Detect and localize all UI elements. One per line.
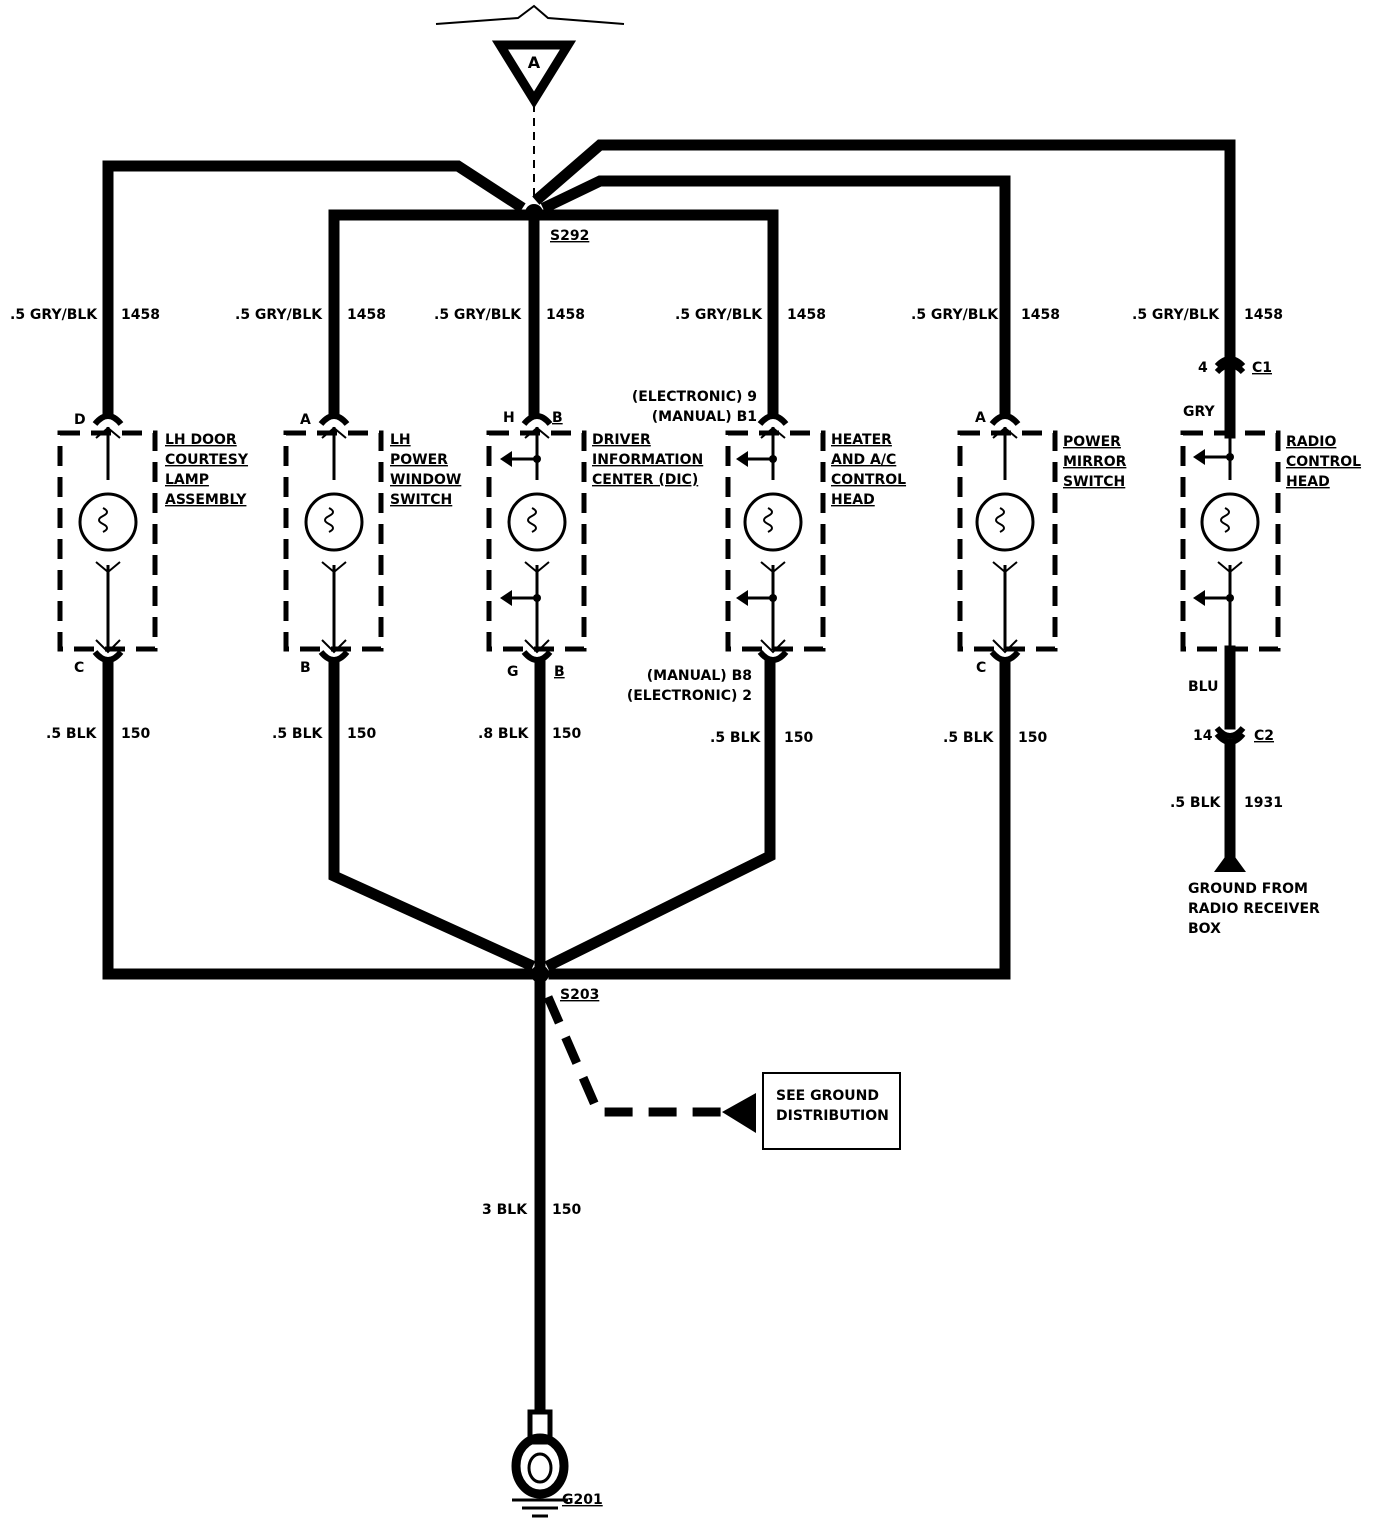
- trunk-wire: 3 BLK: [482, 1202, 528, 1218]
- radio-name-1: RADIO: [1286, 434, 1336, 450]
- dic-name-1: DRIVER: [592, 432, 651, 448]
- trunk-circuit: 150: [552, 1202, 581, 1218]
- splice-s203-dot: [531, 965, 549, 983]
- ground-g201-eyelet: G201: [511, 1409, 603, 1518]
- radio-ground-note-1: GROUND FROM: [1188, 881, 1308, 897]
- c2-label: C2: [1254, 728, 1274, 744]
- ground-distribution-ref: SEE GROUND DISTRIBUTION: [543, 995, 901, 1150]
- radio-name-2: CONTROL: [1286, 454, 1361, 470]
- circuit-label-1: 1458: [121, 307, 160, 323]
- wire-label-2: .5 GRY/BLK: [235, 307, 323, 323]
- mirror-name-3: SWITCH: [1063, 474, 1125, 490]
- radio-ground-note-2: RADIO RECEIVER: [1188, 901, 1320, 917]
- pin-b-bottom: B: [554, 664, 565, 680]
- radio-ground-note-3: BOX: [1188, 921, 1221, 937]
- lh-window-name-2: POWER: [390, 452, 448, 468]
- out-wire-5: .5 BLK: [943, 730, 995, 746]
- radio-out-circuit: 1931: [1244, 795, 1283, 811]
- driver-information-center: H B G B DRIVER INFORMATION CENTER (DIC): [486, 410, 703, 680]
- splice-s292-label: S292: [550, 228, 589, 244]
- ground-dist-line-1: SEE GROUND: [776, 1088, 879, 1104]
- pin-c: C: [74, 660, 84, 676]
- lh-power-window-switch: A B LH POWER WINDOW SWITCH: [283, 412, 461, 676]
- dic-name-2: INFORMATION: [592, 452, 703, 468]
- heater-pin-note-in-2: (MANUAL) B1: [652, 409, 757, 425]
- dic-name-3: CENTER (DIC): [592, 472, 698, 488]
- pin-a: A: [300, 412, 311, 428]
- pin-g: G: [507, 664, 519, 680]
- lh-window-name-1: LH: [390, 432, 411, 448]
- lh-window-name-4: SWITCH: [390, 492, 452, 508]
- connector-c1: 4 C1 GRY: [1183, 356, 1272, 420]
- lh-window-name-3: WINDOW: [390, 472, 461, 488]
- radio-control-head: RADIO CONTROL HEAD BLU 14 C2 .5 BLK 1931…: [1170, 430, 1361, 937]
- out-circuit-2: 150: [347, 726, 376, 742]
- wire-label-6: .5 GRY/BLK: [1132, 307, 1220, 323]
- pin-h: H: [503, 410, 515, 426]
- radio-name-3: HEAD: [1286, 474, 1330, 490]
- radio-in-wire-color: GRY: [1183, 404, 1216, 420]
- source-letter: A: [528, 53, 541, 72]
- splice-s292-dot: [525, 204, 543, 222]
- pin-b-top: B: [552, 410, 563, 426]
- page-break-mark: [435, 4, 625, 25]
- mirror-name-2: MIRROR: [1063, 454, 1127, 470]
- c2-pin: 14: [1193, 728, 1213, 744]
- circuit-label-5: 1458: [1021, 307, 1060, 323]
- heater-name-4: HEAD: [831, 492, 875, 508]
- heater-pin-note-out-2: (ELECTRONIC) 2: [627, 688, 752, 704]
- lh-door-courtesy-lamp: D C LH DOOR COURTESY LAMP ASSEMBLY: [57, 412, 249, 676]
- out-circuit-1: 150: [121, 726, 150, 742]
- mirror-pin-c: C: [976, 660, 986, 676]
- wire-label-5: .5 GRY/BLK: [911, 307, 999, 323]
- heater-pin-note-out-1: (MANUAL) B8: [647, 668, 752, 684]
- mirror-name-1: POWER: [1063, 434, 1121, 450]
- ground-wire-labels: .5 BLK 150 .5 BLK 150 .8 BLK 150 .5 BLK …: [46, 726, 1047, 1218]
- c1-pin: 4: [1198, 360, 1208, 376]
- heater-name-3: CONTROL: [831, 472, 906, 488]
- heater-name-1: HEATER: [831, 432, 892, 448]
- radio-out-wire-color: BLU: [1188, 679, 1218, 695]
- ground-dist-line-2: DISTRIBUTION: [776, 1108, 889, 1124]
- circuit-label-4: 1458: [787, 307, 826, 323]
- radio-out-wire: .5 BLK: [1170, 795, 1222, 811]
- out-wire-4: .5 BLK: [710, 730, 762, 746]
- lh-door-name-1: LH DOOR: [165, 432, 237, 448]
- power-mirror-switch: A C POWER MIRROR SWITCH: [957, 410, 1127, 676]
- feed-wires: [102, 139, 1236, 439]
- heater-name-2: AND A/C: [831, 452, 896, 468]
- circuit-label-6: 1458: [1244, 307, 1283, 323]
- out-wire-1: .5 BLK: [46, 726, 98, 742]
- out-circuit-4: 150: [784, 730, 813, 746]
- circuit-label-3: 1458: [546, 307, 585, 323]
- wire-label-1: .5 GRY/BLK: [10, 307, 98, 323]
- splice-s203-label: S203: [560, 987, 599, 1003]
- ground-wires: [102, 657, 1011, 1418]
- out-wire-3: .8 BLK: [478, 726, 530, 742]
- out-circuit-5: 150: [1018, 730, 1047, 746]
- heater-pin-note-in-1: (ELECTRONIC) 9: [632, 389, 757, 405]
- lh-door-name-3: LAMP: [165, 472, 209, 488]
- wire-label-4: .5 GRY/BLK: [675, 307, 763, 323]
- source-a-symbol: A: [491, 40, 577, 200]
- pin-d: D: [74, 412, 86, 428]
- heater-ac-control-head: (ELECTRONIC) 9 (MANUAL) B1 (MANUAL) B8 (…: [627, 389, 906, 704]
- lh-door-name-4: ASSEMBLY: [165, 492, 247, 508]
- wire-label-3: .5 GRY/BLK: [434, 307, 522, 323]
- ground-g201-label: G201: [562, 1492, 603, 1508]
- feed-wire-labels: .5 GRY/BLK 1458 .5 GRY/BLK 1458 .5 GRY/B…: [10, 307, 1283, 323]
- out-circuit-3: 150: [552, 726, 581, 742]
- lh-door-name-2: COURTESY: [165, 452, 249, 468]
- pin-b: B: [300, 660, 311, 676]
- circuit-label-2: 1458: [347, 307, 386, 323]
- c1-label: C1: [1252, 360, 1272, 376]
- out-wire-2: .5 BLK: [272, 726, 324, 742]
- mirror-pin-a: A: [975, 410, 986, 426]
